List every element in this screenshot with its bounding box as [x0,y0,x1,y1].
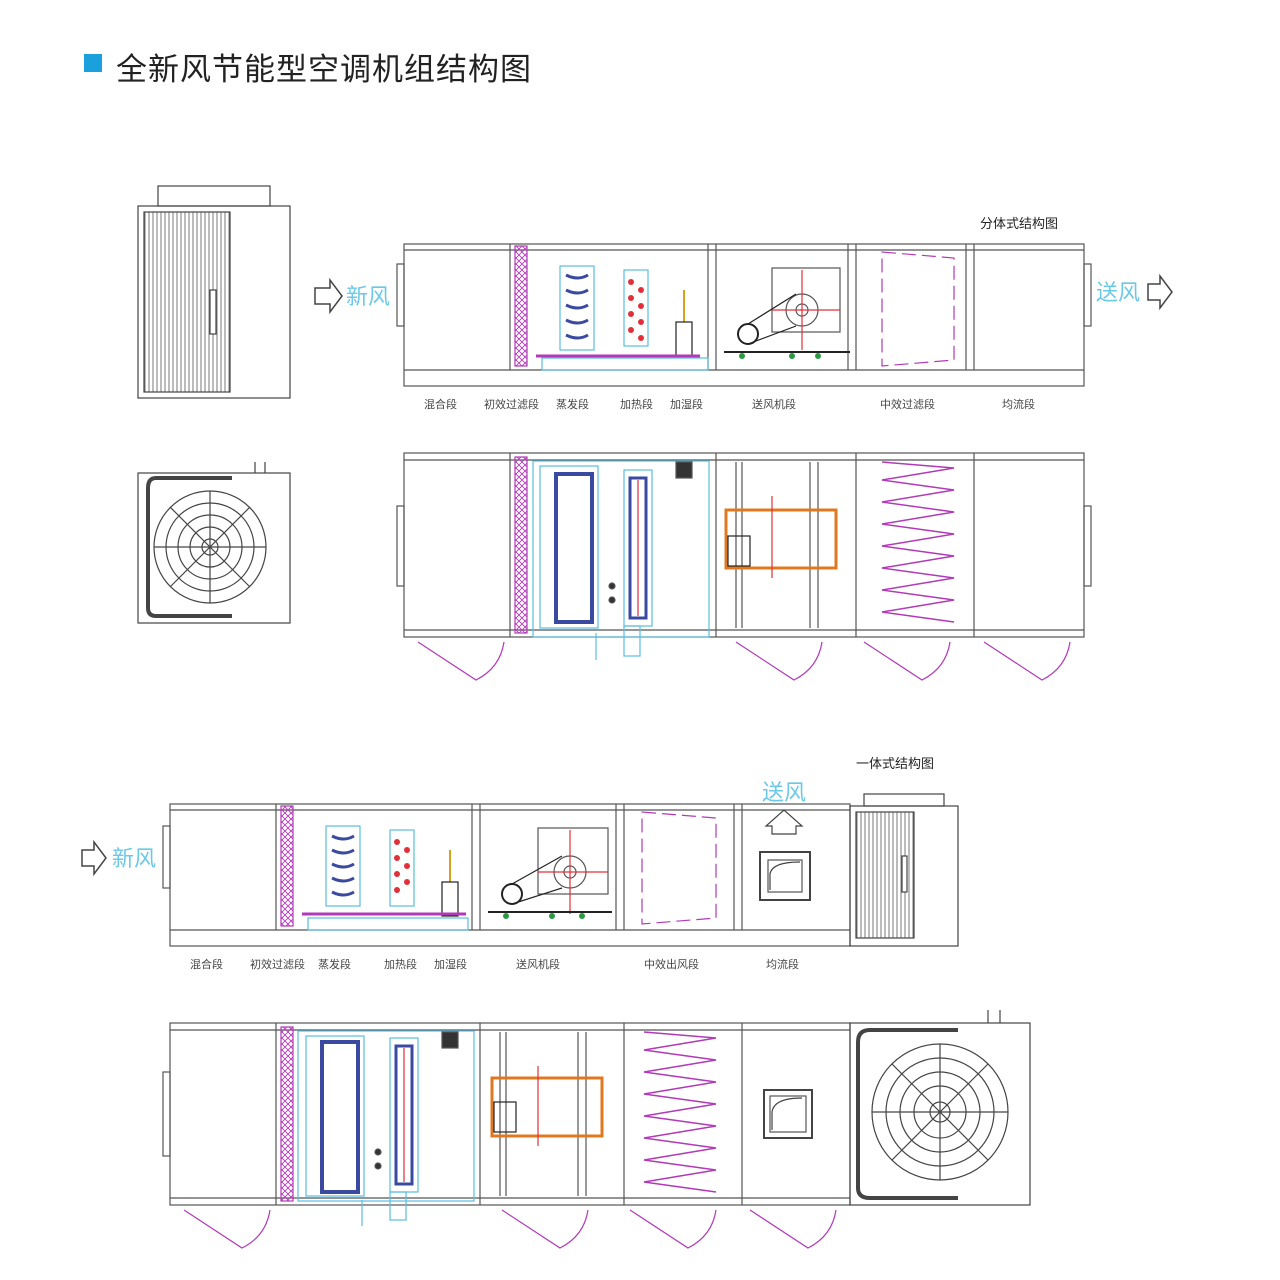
split-inlet-arrow [314,277,343,315]
section-label: 初效过滤段 [484,397,539,411]
split-section-labels: 混合段 初效过滤段 蒸发段 加热段 加湿段 送风机段 中效过滤段 均流段 [424,397,1035,411]
split-fan-box-plan [724,508,838,570]
split-heater [623,269,649,347]
section-label: 均流段 [1002,397,1035,411]
split-humidifier [675,321,693,357]
section-label: 送风机段 [516,957,560,971]
split-ahu-plan [396,452,1092,681]
split-evaporator-coil [559,265,595,351]
split-outlet-label: 送风 [1096,281,1140,306]
split-inlet-label: 新风 [346,285,390,310]
section-label: 蒸发段 [318,957,351,971]
integral-ahu-plan [162,1022,851,1249]
split-supply-fan [771,267,841,333]
section-label: 加湿段 [670,397,703,411]
page-title: 全新风节能型空调机组结构图 [116,52,532,88]
split-outdoor-unit-side [137,185,291,399]
split-caption: 分体式结构图 [980,217,1058,232]
section-label: 加热段 [620,397,653,411]
section-label: 初效过滤段 [250,957,305,971]
integral-section-labels: 混合段 初效过滤段 蒸发段 加热段 加湿段 送风机段 中效出风段 均流段 [190,957,799,971]
title-square-marker [84,54,102,72]
integral-inlet-arrow [81,839,107,877]
integral-ahu-elevation [162,803,851,947]
split-outdoor-unit-fan [137,462,291,624]
section-label: 混合段 [190,957,223,971]
section-label: 送风机段 [752,397,796,411]
section-label: 混合段 [424,397,457,411]
split-medium-filter [881,251,955,367]
integral-caption: 一体式结构图 [856,757,934,772]
section-label: 中效出风段 [644,957,699,971]
split-ahu-elevation [396,243,1092,387]
section-label: 均流段 [766,957,799,971]
split-primary-filter [514,245,528,367]
integral-condenser-side [849,793,959,947]
section-label: 中效过滤段 [880,397,935,411]
integral-supply-label: 送风 [762,781,806,806]
integral-inlet-label: 新风 [112,847,156,872]
section-label: 蒸发段 [556,397,589,411]
section-label: 加热段 [384,957,417,971]
integral-condenser-fan [849,1010,1031,1206]
section-label: 加湿段 [434,957,467,971]
split-outlet-arrow [1147,273,1173,311]
